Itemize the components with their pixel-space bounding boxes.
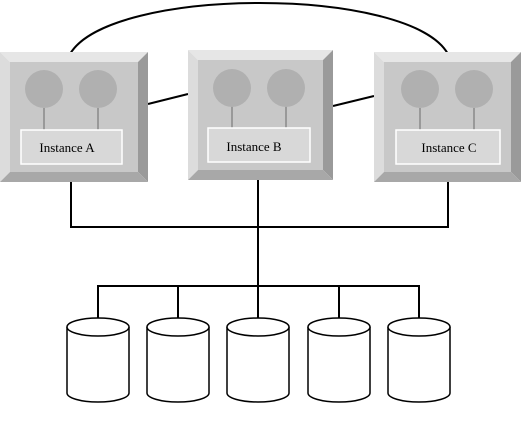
- processor-circle: [25, 70, 63, 108]
- disk: [387, 317, 451, 403]
- disk: [66, 317, 130, 403]
- disk-top: [66, 317, 130, 337]
- storage-bus: [70, 180, 449, 326]
- disk-body: [66, 327, 130, 403]
- disk-top: [387, 317, 451, 337]
- instance-label-box: [20, 129, 123, 165]
- instance-c-node: Instance C: [374, 52, 521, 182]
- disk-top: [146, 317, 210, 337]
- disk-body: [226, 327, 290, 403]
- bevel-bottom: [374, 172, 521, 182]
- processor-circle: [267, 69, 305, 107]
- bevel-right: [323, 50, 333, 180]
- bevel-right: [511, 52, 521, 182]
- processor-circle: [401, 70, 439, 108]
- bevel-bottom: [0, 172, 148, 182]
- instance-c-label: Instance C: [421, 140, 476, 155]
- bevel-left: [188, 50, 198, 180]
- disk-top: [307, 317, 371, 337]
- link-a-b: [147, 93, 189, 105]
- instance-label-box: [207, 127, 311, 163]
- bevel-left: [374, 52, 384, 182]
- processor-circle: [455, 70, 493, 108]
- bevel-bottom: [188, 170, 333, 180]
- disk: [146, 317, 210, 403]
- processor-circle: [213, 69, 251, 107]
- interconnect-arc: [69, 2, 449, 55]
- bevel-top: [374, 52, 521, 62]
- bevel-left: [0, 52, 10, 182]
- disk-body: [307, 327, 371, 403]
- disk-top: [226, 317, 290, 337]
- processor-circle: [79, 70, 117, 108]
- bevel-right: [138, 52, 148, 182]
- disk-body: [387, 327, 451, 403]
- disk: [226, 317, 290, 403]
- bevel-top: [0, 52, 148, 62]
- instance-label-box: [395, 129, 501, 165]
- disk-body: [146, 327, 210, 403]
- instance-a-label: Instance A: [39, 140, 95, 155]
- disk: [307, 317, 371, 403]
- link-b-c: [332, 95, 375, 107]
- instance-b-node: Instance B: [188, 50, 333, 180]
- bevel-top: [188, 50, 333, 60]
- instance-b-label: Instance B: [226, 139, 282, 154]
- instance-a-node: Instance A: [0, 52, 148, 182]
